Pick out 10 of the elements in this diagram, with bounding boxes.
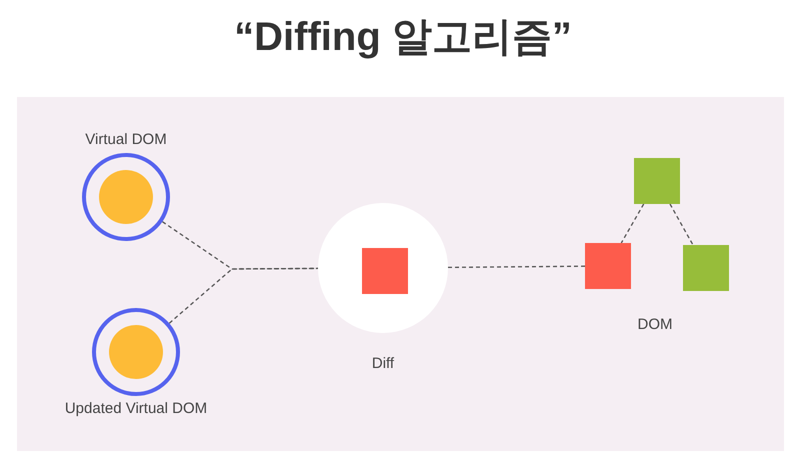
tree-label: DOM [636,316,674,334]
node-label: Virtual DOM [84,131,168,149]
dashed-connector [669,204,694,246]
dashed-connector [620,204,644,244]
node-label: Updated Virtual DOM [64,400,208,418]
node-label: Diff [370,355,396,373]
dashed-connector [162,221,318,270]
title: “Diffing 알고리즘” [233,14,573,61]
dashed-connector [168,268,318,324]
dashed-connector [448,266,585,268]
